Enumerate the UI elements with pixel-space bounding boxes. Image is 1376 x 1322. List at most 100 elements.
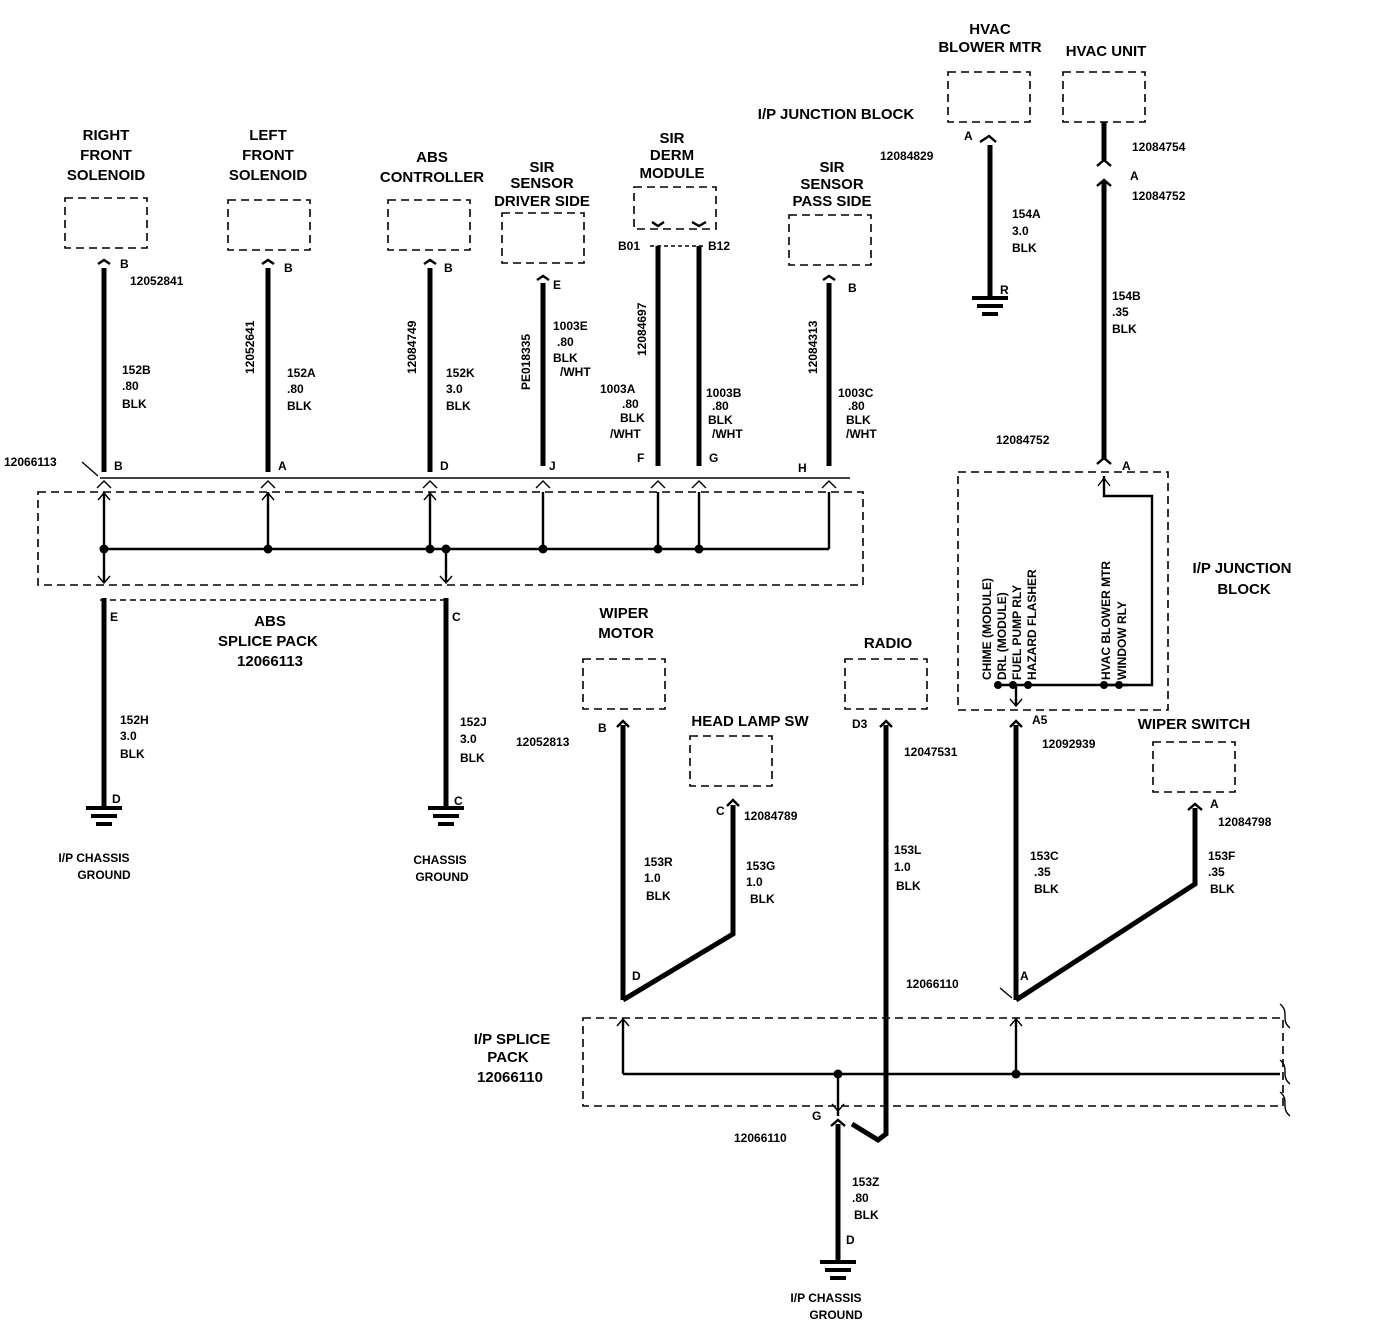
terminal-tick (726, 798, 740, 807)
terminal-tick (651, 221, 665, 228)
pin-b: B (848, 281, 857, 295)
pin-b: B (444, 261, 453, 275)
svg-text:HVAC BLOWER MTR: HVAC BLOWER MTR (1099, 561, 1113, 680)
connector-12084313: 12084313 (806, 320, 820, 374)
ip-junction-block-box (957, 471, 1169, 711)
wiper-motor-box (582, 658, 666, 710)
pin-h: H (798, 461, 807, 475)
pin-e: E (110, 610, 118, 624)
pin-b: B (120, 257, 129, 271)
pin-r: R (1000, 283, 1009, 297)
break-marks (1279, 1003, 1291, 1117)
hvac-unit-label: HVAC UNIT (1066, 43, 1147, 60)
pin-a: A (1130, 169, 1139, 183)
abs-splice-pack-box (37, 491, 864, 586)
terminal-tick (261, 258, 275, 265)
pin-a: A (964, 129, 973, 143)
svg-text:WINDOW RLY: WINDOW RLY (1115, 601, 1129, 680)
terminal-tick (1096, 456, 1112, 465)
sir-sensor-driver-box (501, 212, 585, 264)
pin-a: A (1020, 969, 1029, 983)
pin-a: A (1210, 797, 1219, 811)
connector-12052641: 12052641 (243, 320, 257, 374)
connector-12084752: 12084752 (996, 433, 1050, 447)
pin-b12: B12 (708, 239, 730, 253)
connector-12084829: 12084829 (880, 149, 934, 163)
pin-c: C (454, 794, 463, 808)
junction-block-circuit-labels: CHIME (MODULE) DRL (MODULE) FUEL PUMP RL… (980, 561, 1129, 680)
terminal-tick (979, 134, 997, 143)
terminal-tick (616, 719, 630, 728)
terminal-tick (1096, 178, 1112, 187)
junction-block-hvac-path (1102, 476, 1154, 687)
ip-junction-block-top-label: I/P JUNCTION BLOCK (758, 106, 915, 123)
wire-153f (1014, 808, 1198, 1003)
left-front-solenoid-box (227, 199, 311, 251)
pin-a: A (278, 459, 287, 473)
arrow-head (1009, 698, 1023, 708)
leader-line (999, 987, 1013, 999)
terminal-tick (830, 1118, 846, 1127)
right-front-solenoid-box (64, 197, 148, 249)
sir-sensor-pass-box (788, 214, 872, 266)
connector-12066110: 12066110 (906, 977, 959, 991)
head-lamp-sw-box (689, 735, 773, 787)
radio-box (844, 658, 928, 710)
svg-text:HAZARD FLASHER: HAZARD FLASHER (1025, 569, 1039, 680)
pin-d: D (632, 969, 641, 983)
pin-g: G (709, 451, 718, 465)
connector-12066110: 12066110 (734, 1131, 787, 1145)
pin-a: A (1122, 459, 1131, 473)
splice-nodes (833, 1069, 1021, 1079)
pin-d3: D3 (852, 717, 868, 731)
arrow-head (1097, 476, 1111, 487)
leader-line (81, 461, 99, 477)
sir-derm-module-box (633, 186, 717, 230)
terminal-tick (1096, 158, 1112, 167)
svg-text:CHIME (MODULE): CHIME (MODULE) (980, 578, 994, 680)
splice-arrows (616, 1017, 1023, 1113)
abs-controller-box (387, 199, 471, 251)
terminal-tick (536, 274, 550, 281)
hvac-blower-mtr-box (947, 71, 1031, 123)
pin-b: B (284, 261, 293, 275)
head-lamp-sw-label: HEAD LAMP SW (691, 713, 809, 730)
connector-12052841: 12052841 (130, 274, 184, 288)
connector-12084754: 12084754 (1132, 140, 1186, 154)
splice-nodes (99, 544, 704, 554)
ground-symbol (428, 806, 464, 826)
connector-12066113: 12066113 (4, 455, 57, 469)
connector-12092939: 12092939 (1042, 737, 1096, 751)
pin-b: B (114, 459, 123, 473)
pin-a5: A5 (1032, 713, 1048, 727)
terminal-tick (691, 220, 707, 228)
pin-g: G (812, 1109, 821, 1123)
pin-e: E (553, 278, 561, 292)
connector-chevrons (96, 480, 837, 489)
ground-symbol (820, 1260, 856, 1280)
